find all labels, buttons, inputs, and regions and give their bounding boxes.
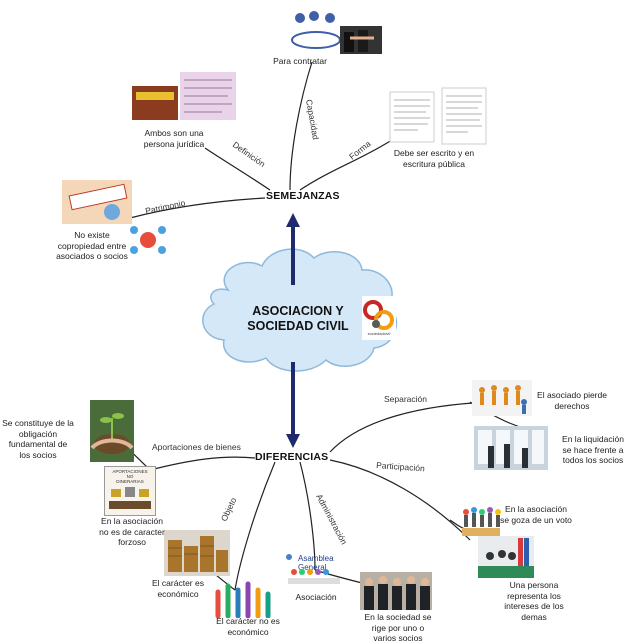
edge-label-objeto: Objeto	[219, 496, 239, 523]
sociedad-civil-logo: sociedadcivil	[362, 296, 396, 340]
edge-label-aportaciones: Aportaciones de bienes	[152, 442, 241, 452]
flags-meeting-image	[478, 536, 534, 578]
business-group-image	[360, 572, 432, 610]
edge-label-separacion: Separación	[384, 394, 427, 404]
diferencia-text-aportaciones: En la asociación no es de caracter forzo…	[99, 516, 165, 547]
diferencia-text-no-economico: El carácter no es económico	[216, 616, 280, 637]
legal-documents-image	[388, 86, 488, 146]
semejanza-text-forma: Debe ser escrito y en escritura pública	[393, 148, 475, 169]
arrow-down	[286, 362, 300, 448]
diferencia-text-participacion: En la asociación se goza de un voto	[500, 504, 572, 525]
diferencia-text-asociacion: Asociación	[295, 592, 337, 602]
edge-label-participacion: Participación	[376, 460, 426, 473]
semejanza-text-patrimonio: No existe copropiedad entre asociados o …	[56, 230, 128, 261]
aportaciones-board-image: APORTACIONES NO DINERARIAS	[104, 466, 156, 516]
center-cloud	[202, 248, 398, 372]
diferencia-text-administracion: En la sociedad se rige por uno o varios …	[364, 612, 432, 643]
center-title: ASOCIACION Y SOCIEDAD CIVIL	[247, 304, 349, 333]
diferencia-text-representa: Una persona representa los intereses de …	[504, 580, 564, 622]
voting-people-image	[460, 500, 502, 540]
orange-people-image	[472, 380, 532, 416]
coins-stack-image	[164, 530, 230, 576]
diferencia-text-separacion: El asociado pierde derechos	[537, 390, 607, 411]
diferencias-title: DIFERENCIAS	[255, 451, 329, 463]
hands-plant-image	[90, 400, 134, 462]
handshake-people-image	[286, 8, 384, 56]
edge-label-definicion: Definición	[231, 139, 268, 169]
diferencia-text-economico: El carácter es económico	[152, 578, 204, 599]
diferencia-text-obligacion: Se constituye de la obligación fundament…	[2, 418, 74, 460]
semejanzas-title: SEMEJANZAS	[266, 190, 340, 202]
asamblea-general-image: Asamblea General	[284, 552, 364, 586]
edge-label-administracion: Administración	[314, 492, 349, 546]
arrow-up	[286, 213, 300, 285]
money-people-image	[62, 180, 168, 270]
edge-label-capacidad: Capacidad	[304, 99, 321, 141]
semejanzas-branches	[129, 61, 393, 219]
semejanza-text-capacidad: Para contratar	[273, 56, 327, 66]
colored-hands-image	[212, 578, 274, 618]
diferencia-text-liquidacion: En la liquidación se hace frente a todos…	[562, 434, 624, 465]
legal-person-slides-image	[132, 72, 236, 128]
business-meeting-image	[474, 426, 548, 470]
semejanza-text-definicion: Ambos son una persona jurídica	[143, 128, 205, 149]
